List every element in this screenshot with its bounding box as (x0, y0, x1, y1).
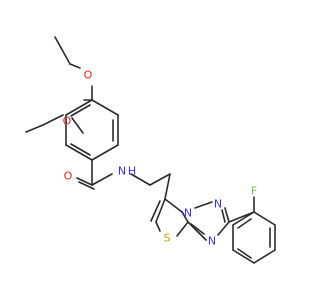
bond (181, 211, 189, 223)
bond (217, 221, 230, 236)
bond (155, 221, 161, 232)
atom-nitrogen-triazole-lower: N (208, 235, 216, 248)
bond (232, 249, 255, 264)
bond (164, 198, 183, 213)
atom-nitrogen-triazole-upper: N (214, 198, 222, 211)
bond (54, 36, 71, 65)
bond (253, 249, 276, 264)
bond (176, 221, 189, 237)
atom-nitrogen-bridge: N (184, 207, 192, 220)
bond (78, 181, 95, 190)
bond (164, 173, 171, 200)
bond (194, 201, 213, 209)
bond (65, 99, 93, 116)
bond (190, 223, 205, 235)
bond (65, 144, 93, 161)
bond (25, 124, 44, 133)
bonds (25, 36, 276, 264)
atom-fluorine: F (251, 185, 257, 198)
bond (71, 117, 84, 134)
atom-nitrogen-amide: N (118, 165, 126, 178)
bond (221, 209, 226, 223)
atom-oxygen-carbonyl: O (64, 170, 73, 183)
bond (42, 114, 64, 126)
bond (70, 143, 91, 156)
bond (69, 63, 81, 69)
bond (91, 173, 113, 186)
bond (237, 218, 252, 229)
bond (155, 198, 166, 223)
atom-labels: O O O N H N N N S F (63, 69, 258, 248)
bond (91, 144, 119, 161)
bond (224, 207, 230, 223)
bond (150, 200, 161, 222)
atom-oxygen-ethoxy-left: O (63, 115, 72, 128)
molecule-structure: O O O N H N N N S F (25, 36, 276, 264)
bond (253, 211, 276, 226)
atom-sulfur: S (164, 232, 171, 245)
bond (70, 104, 91, 117)
bond (149, 173, 171, 186)
bond (91, 99, 119, 116)
atom-oxygen-ethoxy-top: O (84, 69, 93, 82)
bond (130, 173, 151, 186)
bond (237, 248, 252, 259)
bond (76, 177, 93, 186)
atom-hydrogen-amide: H (128, 165, 136, 178)
bond (232, 211, 255, 226)
molecule-canvas: O O O N H N N N S F (25, 36, 276, 264)
